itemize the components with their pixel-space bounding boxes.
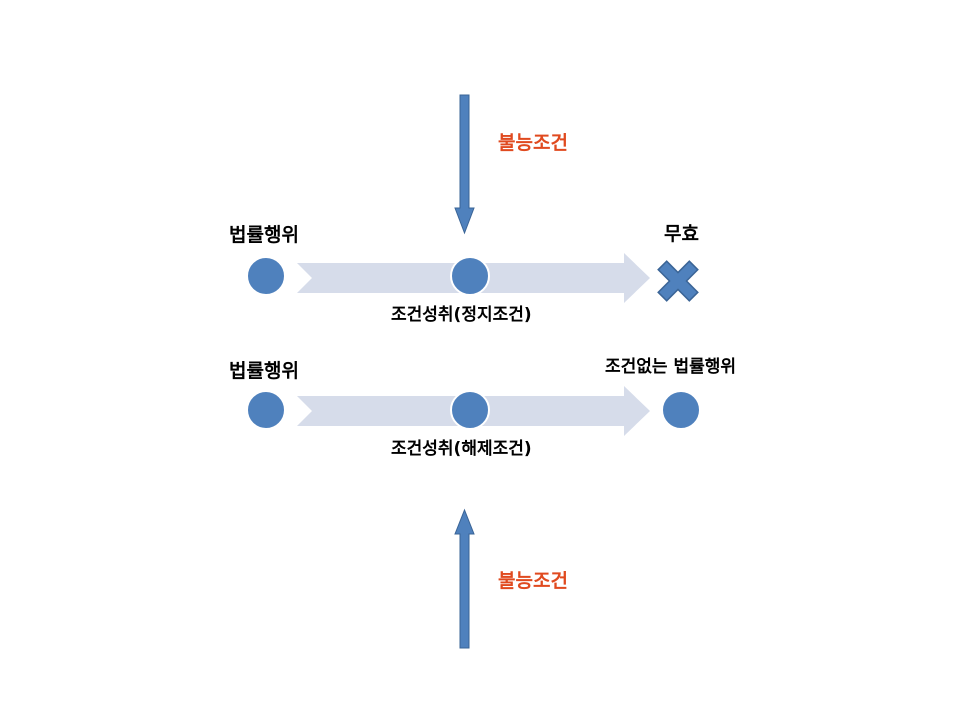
node-row1-start <box>246 256 286 296</box>
row2-start-label: 법률행위 <box>229 360 299 382</box>
cross-icon <box>657 260 699 302</box>
node-row2-middle <box>450 390 490 430</box>
down-arrow <box>454 94 475 235</box>
up-arrow <box>454 508 475 649</box>
row1-end-label: 무효 <box>664 223 699 245</box>
node-row2-start <box>246 390 286 430</box>
row2-middle-label: 조건성취(해제조건) <box>391 439 532 459</box>
top-condition-label: 불능조건 <box>498 132 568 154</box>
row1-start-label: 법률행위 <box>229 224 299 246</box>
bottom-condition-label: 불능조건 <box>498 570 568 592</box>
row2-end-label: 조건없는 법률행위 <box>605 357 737 377</box>
node-row2-end <box>661 390 701 430</box>
node-row1-middle <box>450 256 490 296</box>
row1-middle-label: 조건성취(정지조건) <box>391 305 532 325</box>
